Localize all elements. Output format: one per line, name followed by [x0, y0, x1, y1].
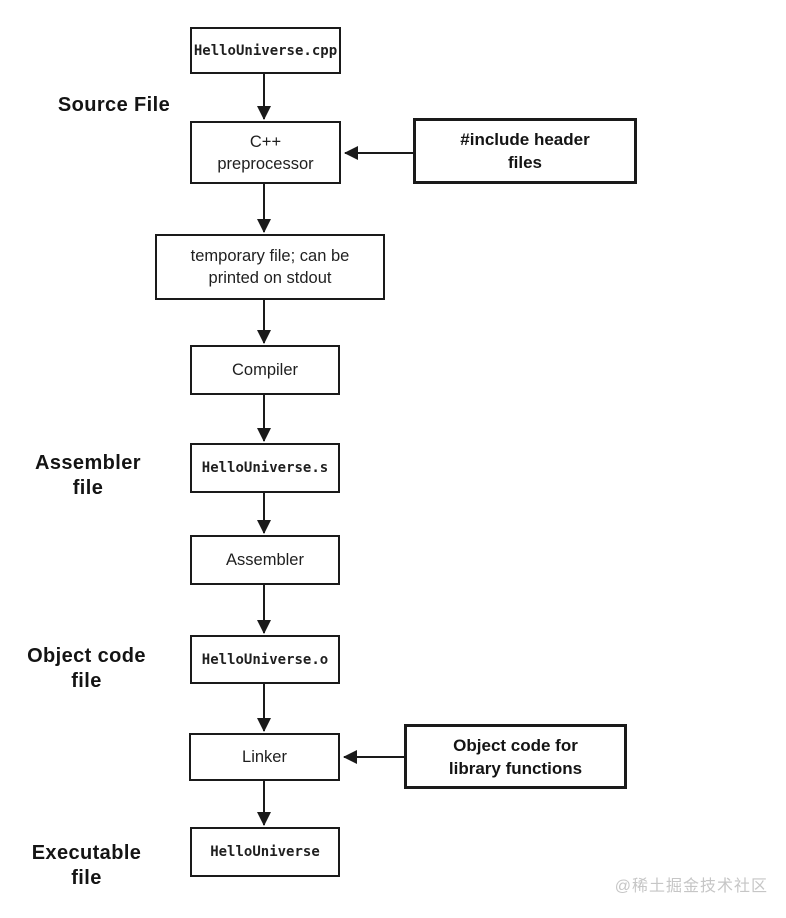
node-hellouniverse-cpp: HelloUniverse.cpp — [190, 27, 341, 74]
stage-label-source-file: Source File — [57, 94, 171, 116]
node-include-header-files: #include header files — [413, 118, 637, 184]
node-compiler: Compiler — [190, 345, 340, 395]
node-temporary-file: temporary file; can be printed on stdout — [155, 234, 385, 300]
node-assembler: Assembler — [190, 535, 340, 585]
watermark-text: @稀土掘金技术社区 — [614, 878, 768, 895]
node-hellouniverse-executable: HelloUniverse — [190, 827, 340, 877]
node-hellouniverse-o: HelloUniverse.o — [190, 635, 340, 684]
stage-label-assembler-file: Assembler file — [35, 452, 141, 499]
node-hellouniverse-s: HelloUniverse.s — [190, 443, 340, 493]
node-object-code-library-functions: Object code for library functions — [404, 724, 627, 789]
node-cpp-preprocessor: C++ preprocessor — [190, 121, 341, 184]
node-linker: Linker — [189, 733, 340, 781]
stage-label-executable-file: Executable file — [31, 842, 142, 889]
stage-label-object-code-file: Object code file — [27, 645, 146, 692]
